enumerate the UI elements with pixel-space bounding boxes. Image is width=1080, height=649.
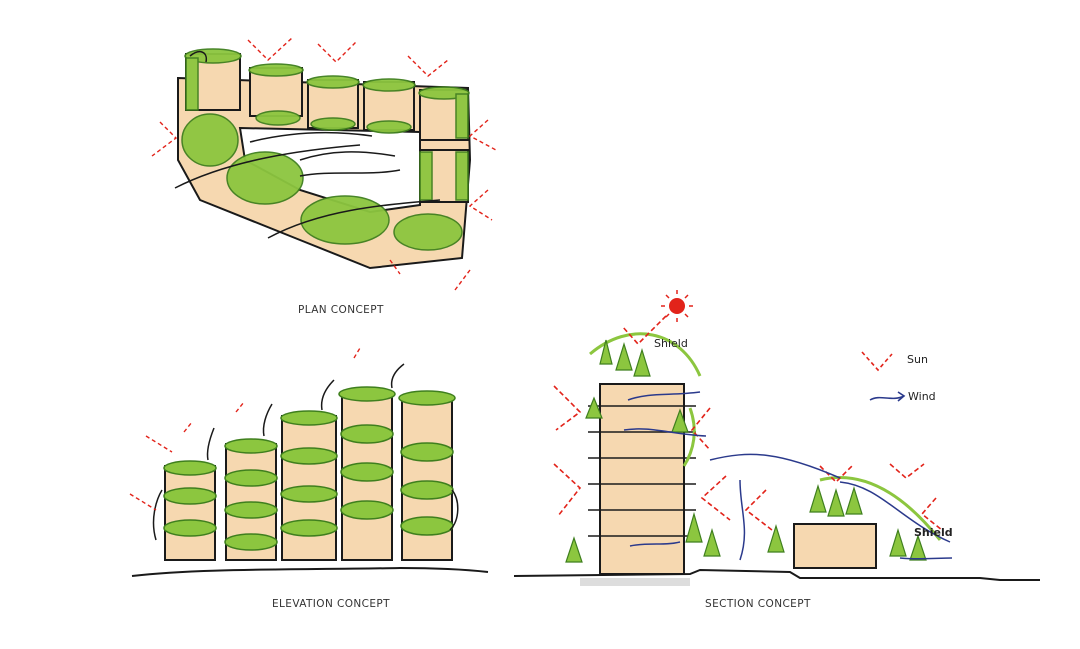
section-concept-caption: SECTION CONCEPT bbox=[705, 598, 811, 610]
legend-wind-label: Wind bbox=[908, 390, 936, 403]
section-concept-panel: Shield Shield Sun Wind SECTION CONCEPT bbox=[513, 280, 1080, 649]
elevation-concept-panel: ELEVATION CONCEPT bbox=[0, 330, 540, 649]
sun-icon bbox=[661, 290, 693, 322]
plan-concept-caption: PLAN CONCEPT bbox=[298, 304, 384, 316]
elevation-concept-sketch bbox=[129, 347, 489, 577]
elevation-concept-caption: ELEVATION CONCEPT bbox=[272, 598, 390, 610]
plan-concept-panel: PLAN CONCEPT bbox=[0, 0, 540, 330]
wind-legend-icon bbox=[869, 391, 906, 402]
sun-legend-icon bbox=[861, 351, 893, 372]
plan-concept-sketch bbox=[151, 37, 497, 291]
section-concept-sketch bbox=[513, 290, 1040, 586]
shield-label-right: Shield bbox=[914, 526, 953, 539]
legend-sun-label: Sun bbox=[907, 353, 928, 366]
shield-label-top: Shield bbox=[654, 337, 688, 350]
